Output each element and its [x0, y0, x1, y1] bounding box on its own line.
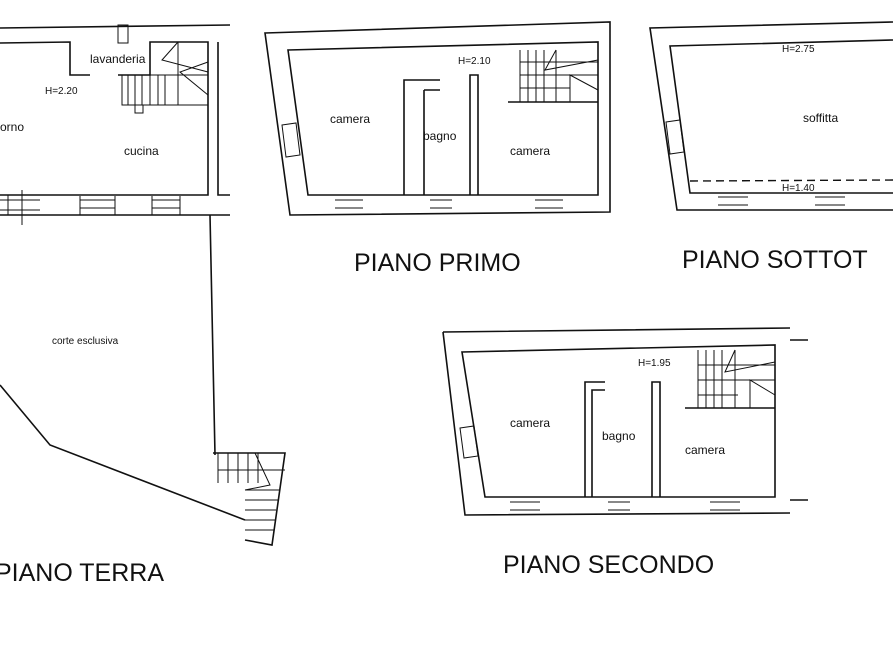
room-label-bagno: bagno — [602, 429, 636, 443]
room-label-camera: camera — [685, 443, 725, 457]
height-label: H=2.10 — [458, 56, 491, 67]
height-label: H=2.20 — [45, 86, 78, 97]
room-label-cucina: cucina — [124, 144, 159, 158]
room-label-lavanderia: lavanderia — [90, 52, 146, 66]
room-label-camera: camera — [510, 144, 550, 158]
room-label-corte: corte esclusiva — [52, 336, 119, 347]
plan-piano-terra: lavanderia H=2.20 orno cucina corte escl… — [0, 24, 286, 587]
room-label-bagno: bagno — [423, 129, 457, 143]
height-label: H=1.95 — [638, 358, 671, 369]
plan-title-sottotetto: PIANO SOTTOT — [682, 246, 868, 274]
plan-title-terra: PIANO TERRA — [0, 559, 164, 587]
plan-piano-sottotetto: H=2.75 soffitta H=1.40 PIANO SOTTOT — [649, 21, 893, 274]
room-label-camera: camera — [510, 416, 550, 430]
height-min-label: H=1.40 — [782, 183, 815, 194]
room-label-forno: orno — [0, 120, 24, 134]
plan-title-secondo: PIANO SECONDO — [503, 551, 714, 579]
room-label-soffitta: soffitta — [803, 111, 838, 125]
plan-piano-secondo: H=1.95 camera bagno camera PIANO SECONDO — [442, 327, 808, 579]
plan-title-primo: PIANO PRIMO — [354, 249, 521, 277]
plan-piano-primo: H=2.10 camera bagno camera PIANO PRIMO — [264, 21, 611, 277]
height-max-label: H=2.75 — [782, 44, 815, 55]
room-label-camera: camera — [330, 112, 370, 126]
